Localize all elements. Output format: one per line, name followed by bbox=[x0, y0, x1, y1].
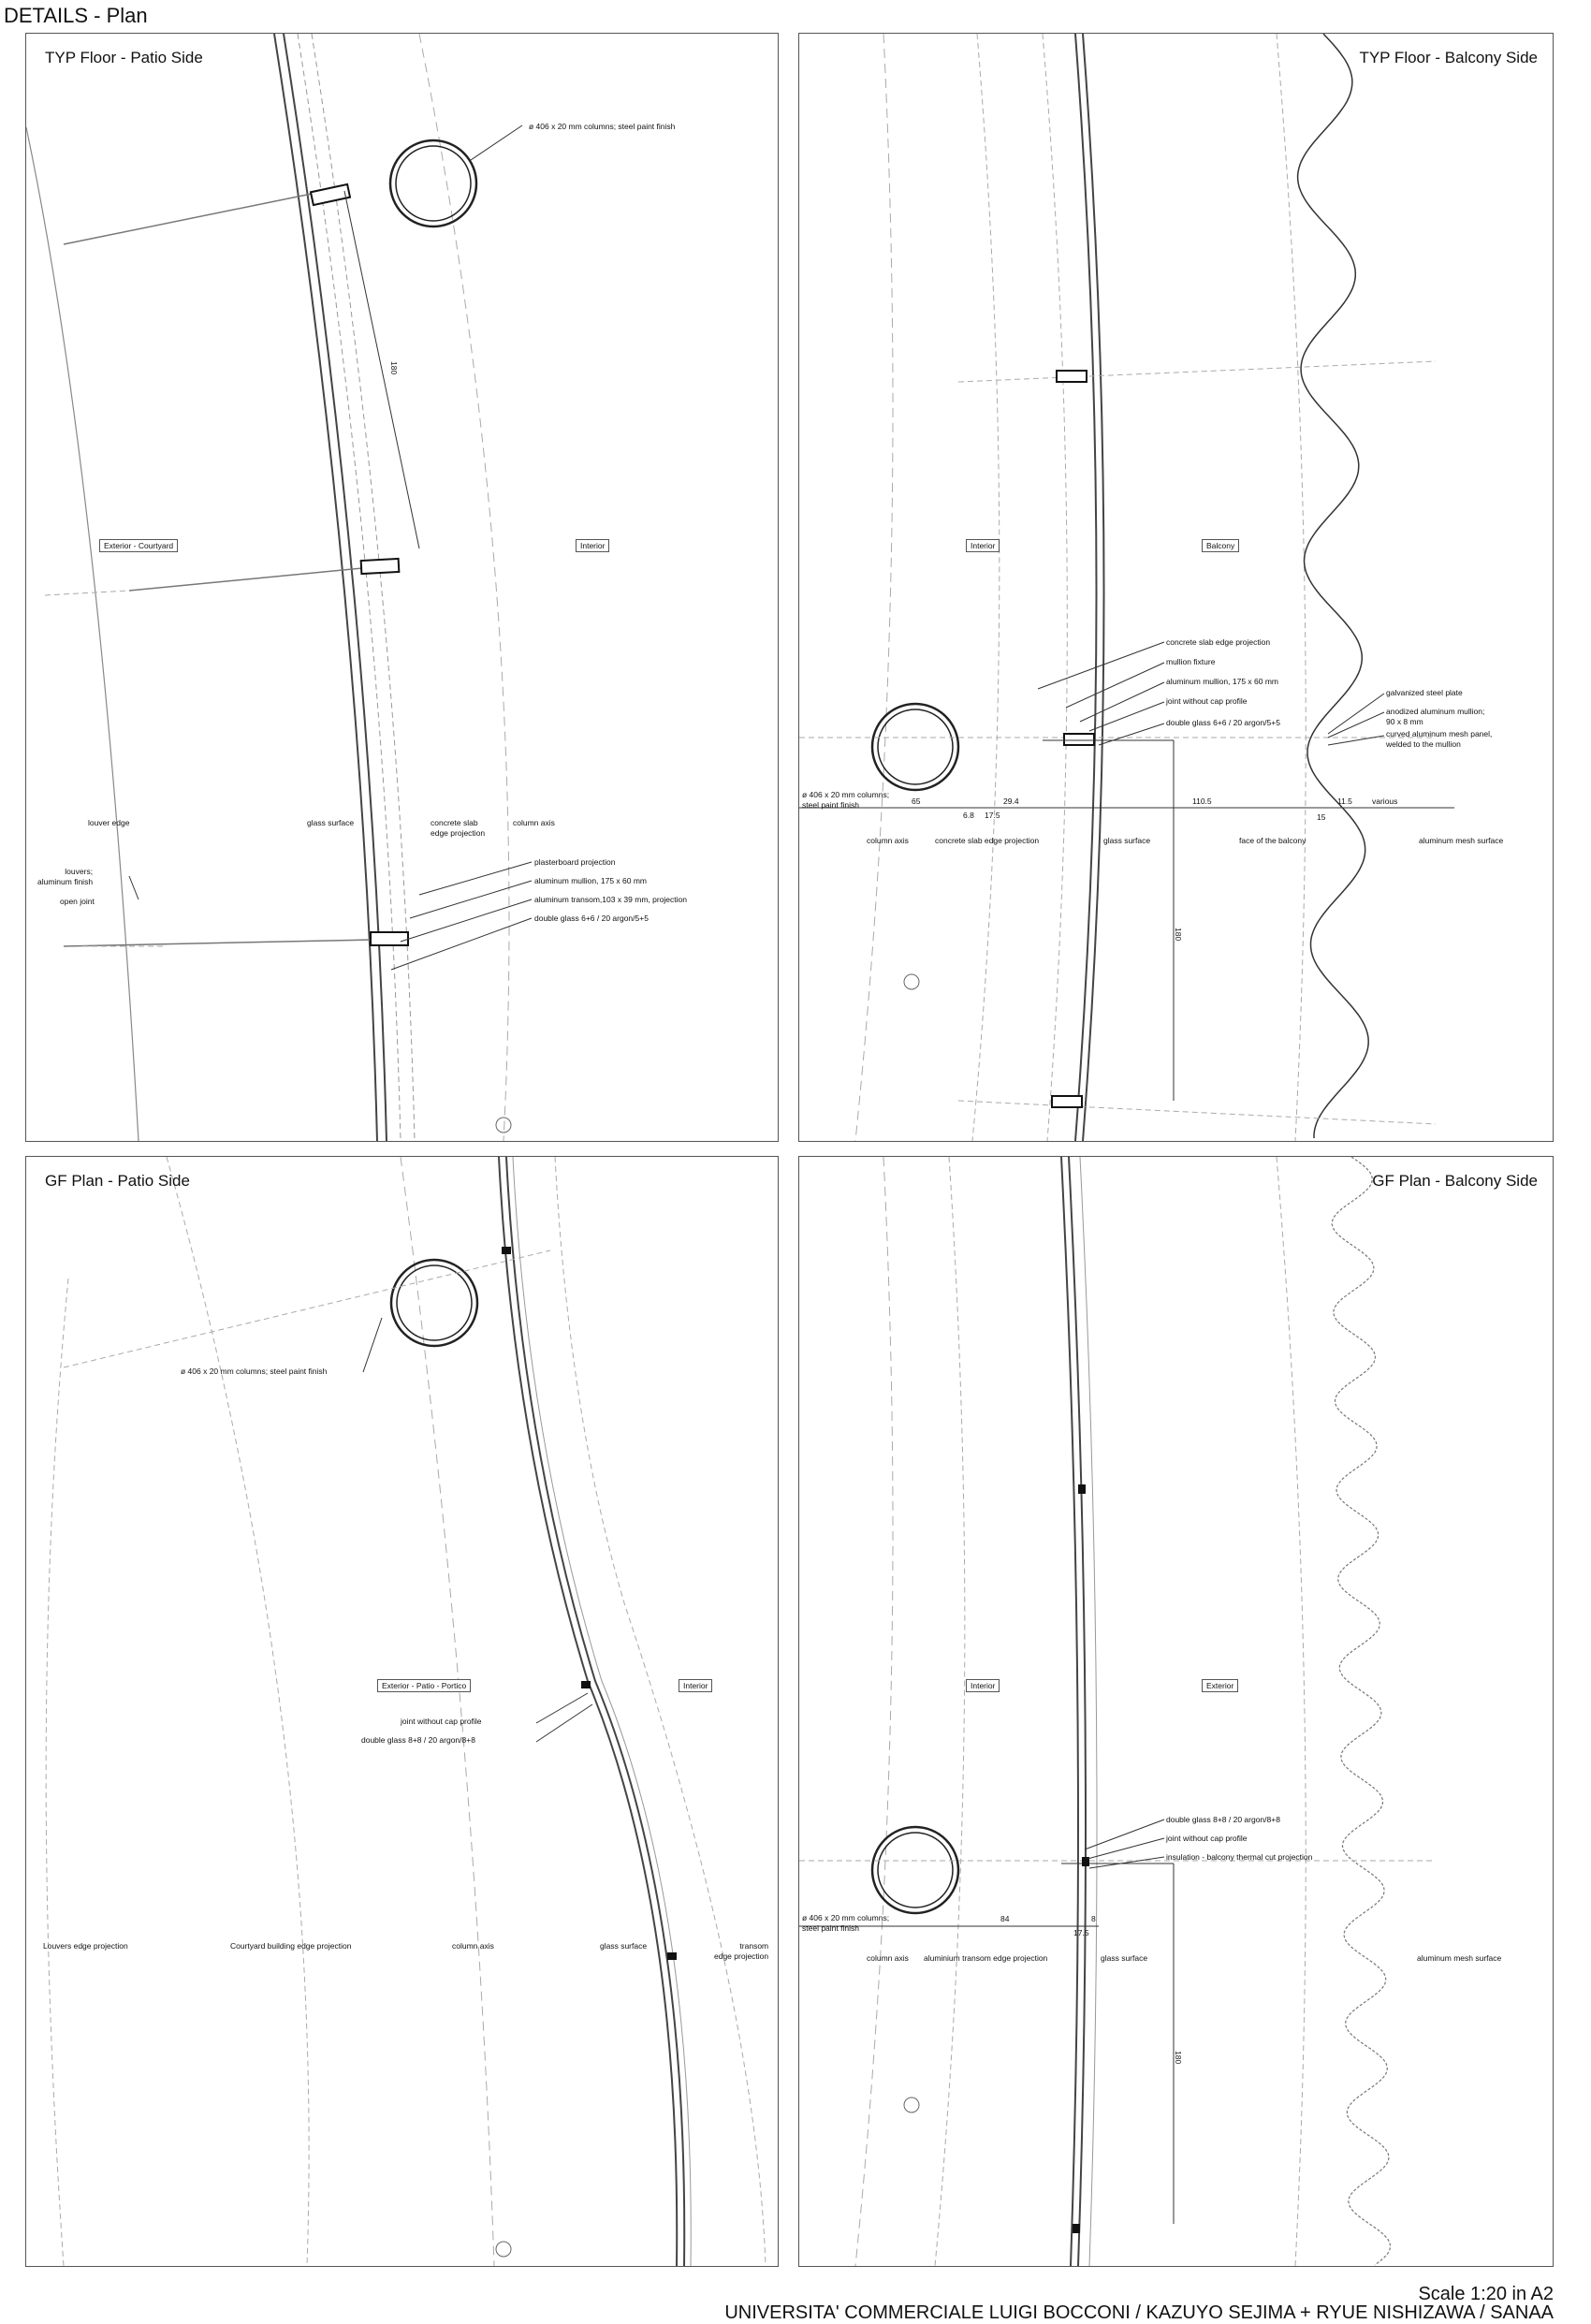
panel-title: GF Plan - Patio Side bbox=[45, 1172, 190, 1190]
dimension: 11.5 bbox=[1337, 797, 1352, 806]
page-title: DETAILS - Plan bbox=[4, 4, 148, 27]
panel-title: TYP Floor - Patio Side bbox=[45, 49, 203, 66]
dimension: 17.5 bbox=[985, 811, 1000, 820]
edge-label-slab: concrete slab edge projection bbox=[935, 836, 1040, 845]
edge-label-transom: aluminium transom edge projection bbox=[924, 1953, 1048, 1963]
drawing-gf-balcony bbox=[799, 1157, 1436, 2266]
callout-plasterboard: plasterboard projection bbox=[534, 857, 616, 867]
callout-transom: aluminum transom,103 x 39 mm, projection bbox=[534, 895, 687, 904]
edge-label-louver: louver edge bbox=[88, 818, 130, 827]
edge-label-courtyard: Courtyard building edge projection bbox=[230, 1941, 352, 1951]
edge-label-glass: glass surface bbox=[1103, 836, 1151, 845]
note-mesh-panel: curved aluminum mesh panel, welded to th… bbox=[1386, 729, 1493, 749]
zone-label: Balcony bbox=[1202, 539, 1240, 552]
dimension: 6.8 bbox=[963, 811, 974, 820]
callout-glass: double glass 8+8 / 20 argon/8+8 bbox=[361, 1735, 475, 1745]
dimension: 15 bbox=[1317, 812, 1326, 822]
dimension: 17.5 bbox=[1073, 1928, 1089, 1937]
note-steel-plate: galvanized steel plate bbox=[1386, 688, 1463, 697]
drawing-gf-patio bbox=[45, 1157, 766, 2266]
edge-label-column-axis: column axis bbox=[513, 818, 555, 827]
zone-label: Exterior bbox=[1202, 1679, 1239, 1692]
edge-label-glass: glass surface bbox=[307, 818, 355, 827]
dimension: 29.4 bbox=[1003, 797, 1019, 806]
edge-label-column-axis: column axis bbox=[867, 1953, 909, 1963]
edge-label-mesh: aluminum mesh surface bbox=[1417, 1953, 1502, 1963]
dimension-180: 180 bbox=[389, 361, 399, 375]
column-note: ø 406 x 20 mm columns; steel paint finis… bbox=[181, 1367, 328, 1376]
edge-label-mesh: aluminum mesh surface bbox=[1419, 836, 1504, 845]
panel-title: TYP Floor - Balcony Side bbox=[1359, 49, 1538, 66]
scale-note: Scale 1:20 in A2 bbox=[1418, 2284, 1554, 2304]
dimension: 65 bbox=[912, 797, 921, 806]
zone-label: Exterior - Courtyard bbox=[99, 539, 179, 552]
callout-insulation: insulation - balcony thermal cut project… bbox=[1166, 1852, 1313, 1862]
zone-label: Interior bbox=[679, 1679, 713, 1692]
panel-typ-floor-balcony: TYP Floor - Balcony Side Interior Balcon… bbox=[798, 33, 1554, 1142]
zone-label: Interior bbox=[966, 1679, 1000, 1692]
drawing-typ-balcony bbox=[799, 34, 1454, 1141]
panel-typ-floor-patio: TYP Floor - Patio Side Exterior - Courty… bbox=[25, 33, 779, 1142]
panel-gf-balcony: GF Plan - Balcony Side Interior Exterior… bbox=[798, 1156, 1554, 2267]
edge-label-column-axis: column axis bbox=[452, 1941, 494, 1951]
note-mullion: anodized aluminum mullion; 90 x 8 mm bbox=[1386, 707, 1485, 726]
dimension: 110.5 bbox=[1192, 797, 1212, 806]
callout-glass: double glass 6+6 / 20 argon/5+5 bbox=[1166, 718, 1280, 727]
edge-label-transom: transom edge projection bbox=[714, 1941, 769, 1961]
callout-slab-edge: concrete slab edge projection bbox=[1166, 637, 1271, 647]
drawing-typ-patio bbox=[26, 34, 533, 1141]
zone-label: Exterior - Patio - Portico bbox=[377, 1679, 472, 1692]
callout-glass: double glass 6+6 / 20 argon/5+5 bbox=[534, 914, 649, 923]
column-note: ø 406 x 20 mm columns; steel paint finis… bbox=[802, 790, 890, 810]
callout-joint: joint without cap profile bbox=[1166, 1834, 1248, 1843]
edge-label-glass: glass surface bbox=[1101, 1953, 1148, 1963]
edge-label-column-axis: column axis bbox=[867, 836, 909, 845]
dimension-180: 180 bbox=[1174, 2051, 1183, 2065]
callout-glass: double glass 8+8 / 20 argon/8+8 bbox=[1166, 1815, 1280, 1824]
edge-label-balcony: face of the balcony bbox=[1239, 836, 1306, 845]
callout-mullion: aluminum mullion, 175 x 60 mm bbox=[1166, 677, 1278, 686]
zone-label: Interior bbox=[576, 539, 610, 552]
edge-label-louvers: Louvers edge projection bbox=[43, 1941, 128, 1951]
dimension: various bbox=[1372, 797, 1398, 806]
panel-gf-patio: GF Plan - Patio Side ø 406 x 20 mm colum… bbox=[25, 1156, 779, 2267]
column-note: ø 406 x 20 mm columns; steel paint finis… bbox=[529, 122, 676, 131]
zone-label: Interior bbox=[966, 539, 1000, 552]
callout-mullion: aluminum mullion, 175 x 60 mm bbox=[534, 876, 647, 885]
dimension: 8 bbox=[1091, 1914, 1096, 1923]
dimension: 84 bbox=[1000, 1914, 1010, 1923]
edge-label-slab: concrete slab edge projection bbox=[431, 818, 486, 838]
side-note-open-joint: open joint bbox=[60, 897, 95, 906]
side-note-louvers: louvers; aluminum finish bbox=[37, 867, 94, 886]
callout-joint: joint without cap profile bbox=[1166, 696, 1248, 706]
dimension-180: 180 bbox=[1174, 928, 1183, 942]
column-note: ø 406 x 20 mm columns; steel paint finis… bbox=[802, 1913, 890, 1933]
panel-title: GF Plan - Balcony Side bbox=[1372, 1172, 1538, 1190]
callout-joint: joint without cap profile bbox=[401, 1717, 482, 1726]
edge-label-glass: glass surface bbox=[600, 1941, 648, 1951]
credit-line: UNIVERSITA' COMMERCIALE LUIGI BOCCONI / … bbox=[724, 2302, 1554, 2323]
callout-mullion-fixture: mullion fixture bbox=[1166, 657, 1216, 666]
